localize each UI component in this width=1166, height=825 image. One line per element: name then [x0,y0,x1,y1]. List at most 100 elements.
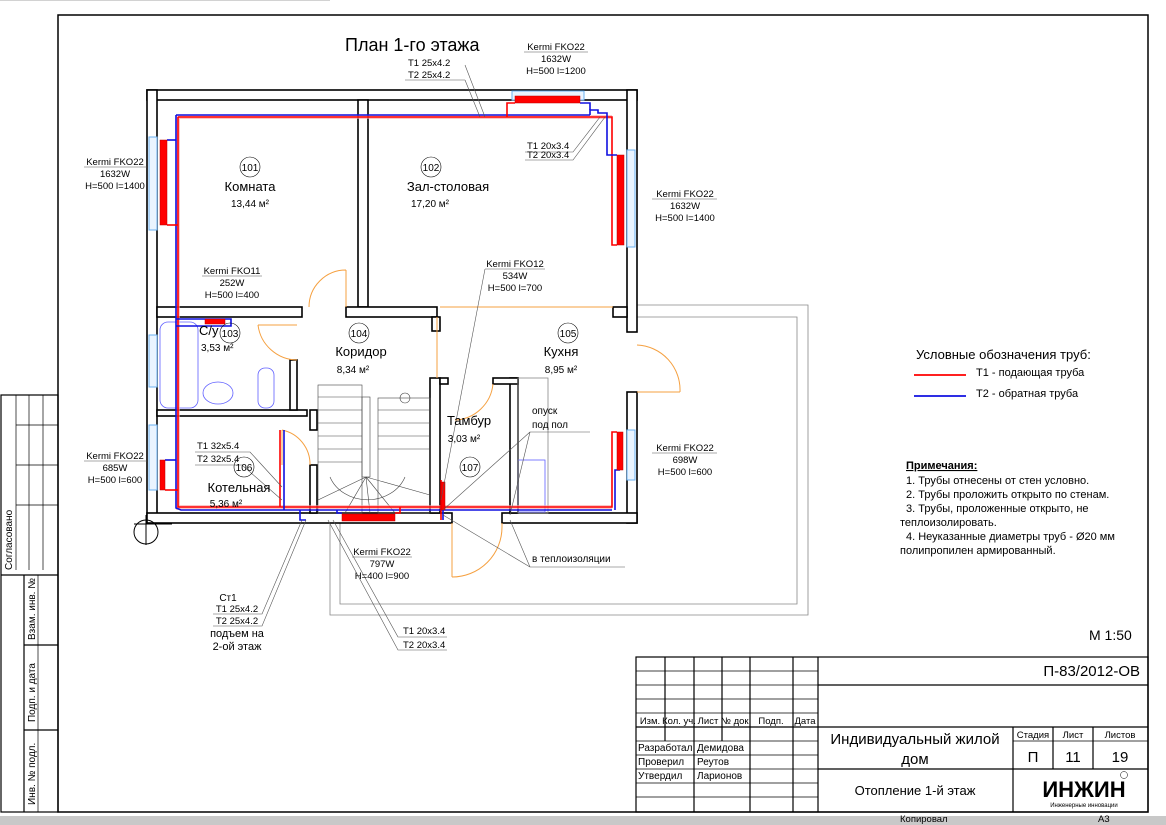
radiator-stairs [341,513,396,522]
svg-text:698W: 698W [673,455,698,466]
riser-t2: T2 25x4.2 [216,616,258,627]
stage-label: Стадия [1017,730,1049,741]
tb-header: Изм. [640,716,660,727]
supply-pipe-main [178,116,617,246]
radiator-102-right [616,154,625,246]
radiator-103 [204,318,226,325]
legend-t2-label: Т2 - обратная труба [976,388,1079,400]
tb-role: Проверил [638,757,684,768]
svg-text:Kermi FKO22: Kermi FKO22 [527,42,585,53]
svg-text:Kermi FKO22: Kermi FKO22 [86,451,144,462]
svg-text:103: 103 [222,329,239,340]
title-block: Изм. Кол. уч. Лист № док. Подп. Дата Раз… [635,656,1149,825]
notes-title: Примечания: [906,460,977,472]
svg-text:1632W: 1632W [541,54,571,65]
riser-note: подъем на [210,628,265,640]
svg-text:252W: 252W [220,278,245,289]
tb-person: Реутов [697,757,729,768]
notes: Примечания: 1. Трубы отнесены от стен ус… [900,460,1115,557]
svg-text:Kermi FKO11: Kermi FKO11 [204,266,261,277]
legend-t1-label: Т1 - подающая труба [976,367,1085,379]
riser-t1: T1 25x4.2 [216,604,258,615]
pipe-label: T2 20x3.4 [527,150,569,161]
sheets-label: Листов [1105,730,1136,741]
doors [257,269,681,578]
svg-text:101: 101 [242,163,259,174]
svg-text:Котельная: Котельная [208,480,271,495]
svg-text:ИНЖИН: ИНЖИН [1042,777,1125,802]
note-item: 3. Трубы, проложенные открыто, не [906,503,1089,515]
svg-text:Комната: Комната [225,179,277,194]
pipe-label: T1 25x4.2 [408,58,450,69]
svg-text:H=500 l=400: H=500 l=400 [205,290,259,301]
svg-text:Кухня: Кухня [544,344,579,359]
stage-value: П [1028,749,1039,766]
note-item: 1. Трубы отнесены от стен условно. [906,475,1089,487]
pipe-legend: Условные обозначения труб: Т1 - подающая… [914,347,1091,400]
svg-text:107: 107 [462,463,479,474]
svg-text:Тамбур: Тамбур [447,413,491,428]
pipe-label: T2 25x4.2 [408,70,450,81]
plan-title: План 1-го этажа [345,35,480,55]
svg-text:H=500 l=1400: H=500 l=1400 [655,213,715,224]
svg-text:H=500 l=600: H=500 l=600 [88,475,142,486]
windows [148,90,636,491]
tb-role: Утвердил [638,771,682,782]
svg-text:106: 106 [236,463,253,474]
sheet-value: 11 [1065,749,1081,766]
tb-header: Кол. уч. [662,716,696,727]
format-label: А3 [1098,814,1110,825]
building-walls [146,89,638,524]
tb-role: Разработал [638,742,693,754]
pipe-labels: T1 25x4.2 T2 25x4.2 T1 20x3.4 T2 20x3.4 … [197,58,611,653]
radiator-105 [616,431,624,471]
tb-person: Ларионов [697,771,742,782]
pipe-label: T2 20x3.4 [403,640,445,651]
svg-text:5,36 м²: 5,36 м² [210,499,243,510]
radiator-labels: Kermi FKO22 1632W H=500 l=1200 Kermi FKO… [85,42,715,582]
riser-name: Ст1 [219,593,237,604]
pipe-label: T1 20x3.4 [403,626,445,637]
svg-text:17,20 м²: 17,20 м² [411,199,450,210]
terrace-outline [0,0,809,616]
side-inv-orig: Инв. № подл. [27,743,38,805]
svg-text:H=500 l=600: H=500 l=600 [658,467,712,478]
room-107: 107 Тамбур 3,03 м² [447,413,491,478]
svg-text:1632W: 1632W [100,169,130,180]
company-logo: ИНЖИН Инженерные инновации [1040,771,1128,810]
svg-text:8,34 м²: 8,34 м² [337,365,370,376]
side-agreed: Согласовано [4,509,15,570]
svg-text:Kermi FKO12: Kermi FKO12 [486,259,544,270]
note-item: полипропилен армированный. [900,545,1056,557]
svg-text:105: 105 [560,329,577,340]
svg-text:3,03 м²: 3,03 м² [448,434,481,445]
pipe-label: T1 20x3.4 [527,141,569,152]
svg-text:Зал-столовая: Зал-столовая [407,179,489,194]
radiator-106 [159,459,166,491]
pipe-label: T2 32x5.4 [197,454,239,465]
side-sign-date: Подп. и дата [27,663,38,722]
svg-text:102: 102 [423,163,440,174]
return-pipe-main [175,115,612,511]
pipe-label: T1 32x5.4 [197,441,239,452]
note-item: 4. Неуказанные диаметры труб - Ø20 мм [906,531,1115,543]
floor-note: опуск [532,406,558,417]
note-item: 2. Трубы проложить открыто по стенам. [906,489,1109,501]
sheets-value: 19 [1112,749,1129,766]
doc-code: П-83/2012-ОВ [1043,663,1140,680]
floor-note: под пол [532,420,568,431]
svg-text:104: 104 [351,329,368,340]
svg-text:Коридор: Коридор [335,344,386,359]
svg-text:8,95 м²: 8,95 м² [545,365,578,376]
svg-text:3,53 м²: 3,53 м² [201,343,234,354]
tb-header: Подп. [758,716,783,727]
sheet-title: Отопление 1-й этаж [855,783,976,798]
svg-text:Kermi FKO22: Kermi FKO22 [86,157,144,168]
